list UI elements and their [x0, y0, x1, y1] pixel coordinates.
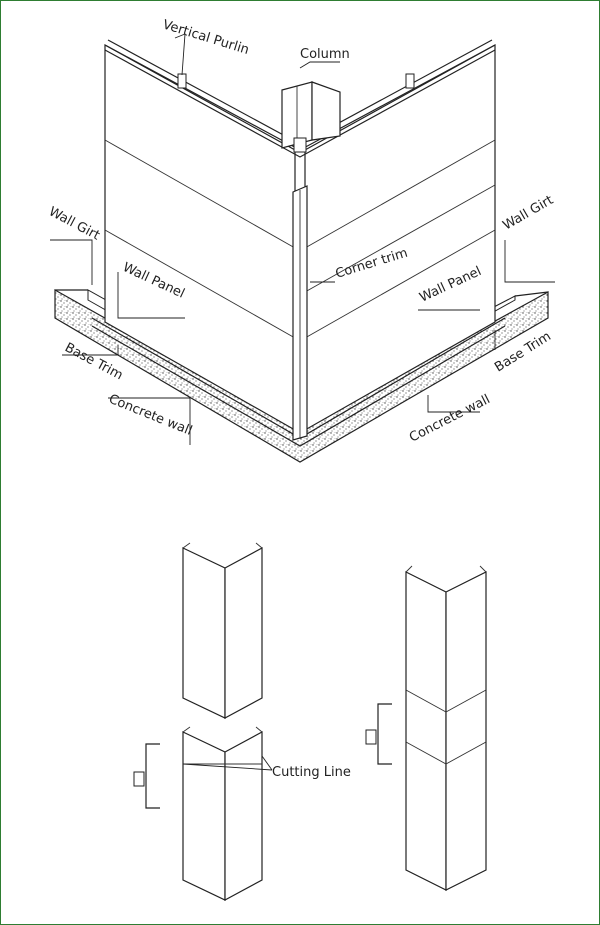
corner-trim-assembled: [405, 565, 487, 891]
leader-lines-top: [50, 33, 555, 445]
trim-clip-bracket-left: [133, 743, 160, 809]
label-column: Column: [300, 47, 350, 62]
label-vertical-purlin: Vertical Purlin: [161, 17, 251, 57]
label-wall-girt-right: Wall Girt: [501, 193, 557, 234]
label-cutting-line: Cutting Line: [272, 765, 351, 780]
corner-trim-strip: [292, 185, 308, 441]
corner-trim-upper-piece: [182, 542, 263, 720]
corner-trim-lower-piece: [182, 726, 263, 902]
column-member: [281, 81, 341, 153]
wall-panels: [104, 43, 496, 432]
cutting-line-leaders: [182, 755, 273, 771]
label-wall-girt-left: Wall Girt: [46, 204, 102, 243]
trim-clip-bracket-right: [365, 703, 392, 765]
label-concrete-wall-left: Concrete wall: [107, 392, 195, 439]
label-concrete-wall-right: Concrete wall: [407, 392, 493, 446]
